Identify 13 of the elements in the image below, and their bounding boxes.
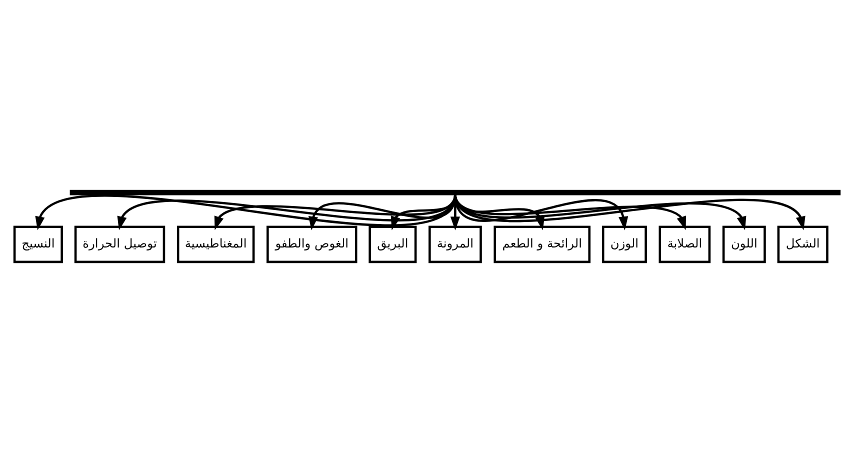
node-box: الوزن (602, 225, 647, 263)
node-box: اللون (722, 225, 766, 263)
node-box: الصلابة (658, 225, 711, 263)
node-box: الشكل (777, 225, 828, 263)
node-box: المغناطيسية (176, 225, 255, 263)
node-box: المرونة (428, 225, 482, 263)
node-box: النسيج (13, 225, 63, 263)
node-box: الغوص والطفو (266, 225, 358, 263)
node-box: الرائحة و الطعم (494, 225, 591, 263)
arrow (35, 193, 456, 230)
node-box: البريق (368, 225, 417, 263)
node-bar (70, 189, 841, 195)
node-box: توصيل الحرارة (74, 225, 166, 263)
